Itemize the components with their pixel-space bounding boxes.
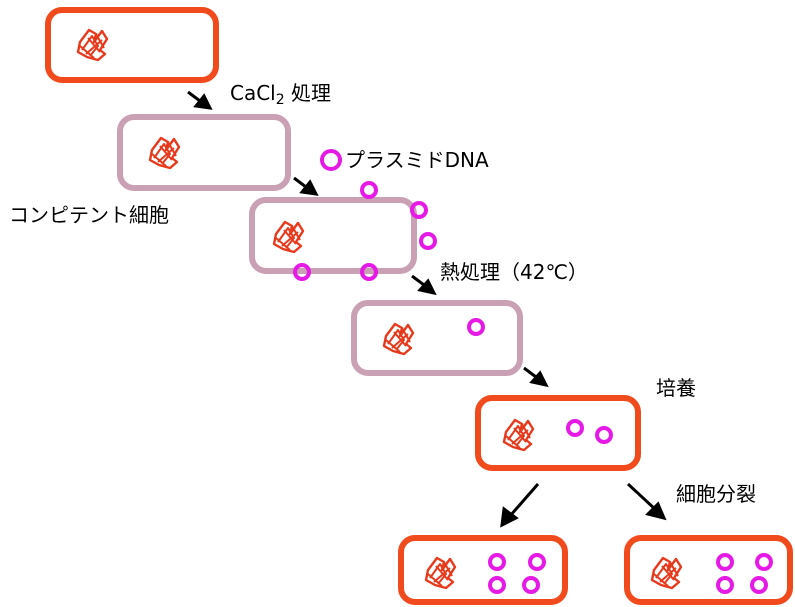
plasmid-icon	[528, 553, 546, 571]
cacl2-subscript: 2	[275, 92, 285, 108]
arrow-icon	[626, 482, 667, 521]
cell-transformed	[351, 300, 523, 376]
culture-label: 培養	[656, 376, 696, 400]
cell-division-label: 細胞分裂	[676, 482, 756, 506]
genome-icon	[424, 556, 457, 590]
genome-icon	[382, 322, 415, 356]
plasmid-icon	[488, 553, 506, 571]
plasmid-icon	[595, 426, 613, 444]
plasmid-icon	[488, 576, 506, 594]
cell-competent	[117, 114, 291, 191]
plasmid-icon	[360, 181, 378, 199]
plasmid-icon	[360, 263, 378, 281]
competent-cell-label: コンピテント細胞	[9, 203, 169, 227]
cell-daughter-right	[624, 535, 793, 605]
genome-icon	[650, 556, 683, 590]
cell-cultured	[475, 395, 641, 471]
plasmid-icon	[467, 318, 485, 336]
genome-icon	[502, 418, 535, 452]
cacl2-label: CaCl2 処理	[230, 83, 331, 107]
cacl2-suffix: 処理	[291, 81, 332, 105]
arrow-icon	[187, 90, 213, 110]
genome-icon	[272, 220, 305, 254]
plasmid-icon	[716, 576, 734, 594]
plasmid-icon	[293, 263, 311, 281]
cacl2-main: CaCl	[230, 81, 276, 105]
arrow-icon	[500, 483, 540, 528]
cell-original	[45, 7, 219, 83]
plasmid-icon	[755, 553, 773, 571]
genome-icon	[76, 28, 109, 62]
arrow-icon	[411, 274, 437, 296]
arrow-icon	[523, 366, 549, 388]
genome-icon	[148, 136, 181, 170]
plasmid-icon	[750, 576, 768, 594]
plasmid-icon	[716, 553, 734, 571]
plasmid-icon	[522, 576, 540, 594]
plasmid-label: プラスミドDNA	[345, 148, 489, 172]
arrow-icon	[293, 176, 319, 196]
plasmid-icon	[320, 149, 342, 171]
heat-treatment-label: 熱処理（42℃）	[440, 260, 588, 284]
cell-daughter-left	[398, 535, 568, 605]
plasmid-icon	[566, 419, 584, 437]
cell-with-plasmids	[249, 181, 437, 281]
plasmid-icon	[419, 232, 437, 250]
plasmid-icon	[410, 201, 428, 219]
